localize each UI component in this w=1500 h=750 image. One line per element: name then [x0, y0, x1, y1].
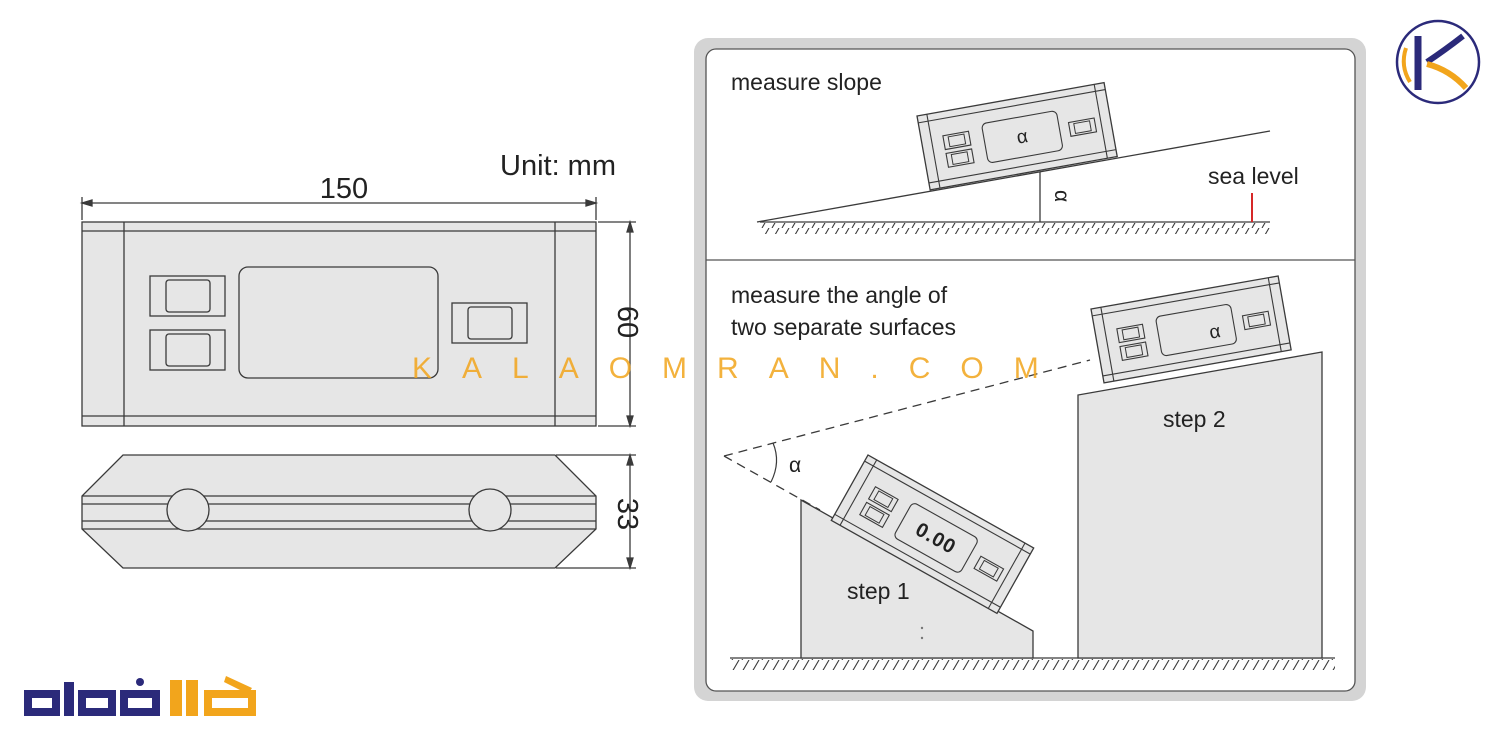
- two-surfaces-title-line1: measure the angle of: [731, 282, 948, 308]
- unit-label: Unit: mm: [500, 150, 616, 182]
- step1-device: 0.00: [830, 454, 1035, 615]
- angle-alpha-label: α: [789, 454, 801, 477]
- two-surfaces-diagram: 0.00 α: [723, 275, 1335, 670]
- brand-logo-icon: [1395, 19, 1481, 105]
- slope-angle-symbol: α: [1050, 190, 1073, 202]
- step2-label: step 2: [1163, 406, 1226, 432]
- slope-diagram: α: [756, 82, 1271, 234]
- dimension-length-label: 150: [320, 173, 368, 205]
- step1-label: step 1: [847, 578, 910, 604]
- step2-device-symbol: α: [1208, 321, 1222, 344]
- slope-title: measure slope: [731, 69, 882, 95]
- brand-wordmark-logo: [24, 676, 256, 716]
- sea-level-label: sea level: [1208, 163, 1299, 189]
- dimension-thickness-label: 33: [611, 498, 643, 530]
- dimension-height-label: 60: [611, 306, 643, 338]
- two-surfaces-title-line2: two separate surfaces: [731, 314, 956, 340]
- step1-block: [800, 498, 1034, 659]
- step2-block: [1077, 351, 1323, 659]
- slope-device: α: [916, 82, 1118, 191]
- slope-device-symbol: α: [1015, 126, 1030, 149]
- step2-device: α: [1090, 275, 1292, 384]
